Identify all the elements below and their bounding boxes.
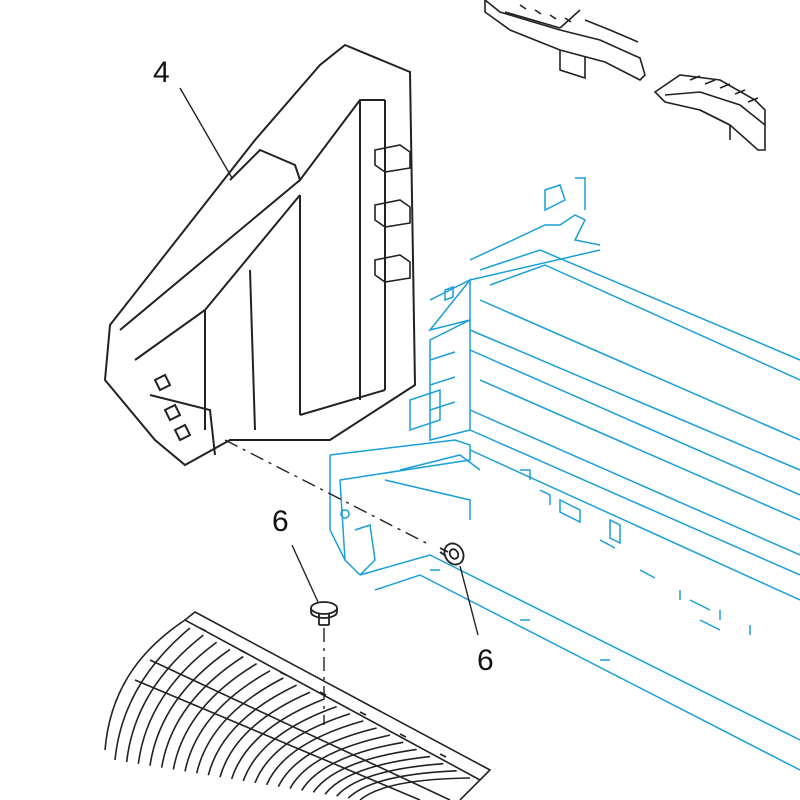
screws [310, 542, 465, 626]
frame-bottom-rail [359, 554, 800, 771]
grille-slat [254, 712, 351, 784]
frame-front-plate [409, 318, 471, 441]
grille-slat [359, 777, 471, 800]
frame-details [520, 469, 751, 635]
grille-slat [289, 734, 391, 789]
grille-slat [242, 705, 337, 782]
callout-screw-left: 6 [272, 505, 289, 538]
alignment-line-cover [224, 439, 431, 546]
leader-screw-left [291, 544, 319, 603]
grille-slat [219, 691, 311, 778]
callout-leaders [179, 87, 479, 725]
grille-slat [195, 677, 284, 774]
frame-top-rail [428, 177, 601, 332]
leader-screw-right [459, 565, 479, 636]
grille-slat [207, 684, 298, 776]
grille-slat [125, 634, 204, 762]
grille-slat [184, 670, 271, 772]
screw-right [439, 542, 465, 566]
grille-slat [277, 727, 377, 788]
grille-slat [114, 627, 191, 761]
grille-slat [265, 720, 364, 786]
screw-left [310, 601, 338, 626]
main-frame-assembly [329, 177, 800, 771]
grille-slat [324, 755, 431, 795]
grille-slat [312, 748, 417, 793]
grille-slat [172, 663, 258, 770]
top-bracket-right [653, 74, 766, 151]
grille-slat [336, 762, 444, 797]
frame-slide-rails [469, 249, 800, 601]
grille-slat [347, 770, 457, 799]
grille-slat [300, 741, 404, 791]
grille-slat [230, 698, 324, 780]
front-grille-part [104, 611, 492, 800]
grille-slat [160, 655, 244, 768]
side-cover-part [103, 43, 417, 467]
grille-slat [149, 648, 231, 766]
top-bracket-left [484, 0, 646, 81]
frame-side-panel [329, 439, 481, 576]
callout-cover: 4 [153, 56, 170, 89]
top-bracket-parts [484, 0, 766, 151]
grille-slats [114, 627, 471, 800]
leader-cover [179, 87, 233, 179]
callout-screw-right: 6 [477, 644, 494, 677]
cover-tabs [374, 144, 411, 283]
grille-slat [137, 641, 218, 764]
